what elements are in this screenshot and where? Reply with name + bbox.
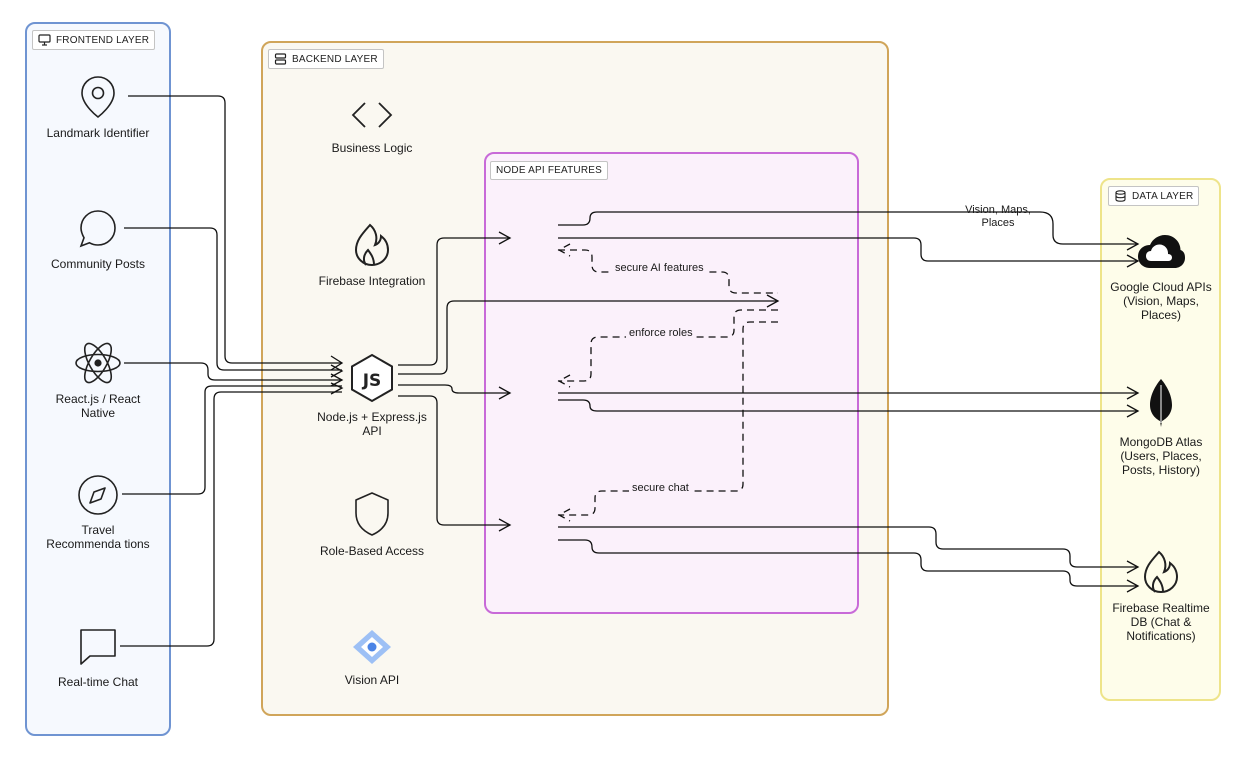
compass-icon: [78, 475, 118, 515]
data-layer: [1100, 178, 1221, 701]
data-layer-tag: DATA LAYER: [1108, 186, 1200, 206]
role-based-access-node: Role-Based Access: [317, 490, 427, 558]
node-api-features-title: NODE API FEATURES: [496, 165, 603, 176]
svg-text:JS: JS: [362, 371, 382, 391]
mongodb-atlas-node: MongoDB Atlas (Users, Places, Posts, His…: [1106, 377, 1216, 477]
firebase-flame-icon: [1143, 550, 1179, 594]
mongodb-leaf-icon: [1150, 379, 1172, 427]
edge-label-enforce-roles: enforce roles: [626, 327, 696, 339]
travel-recommendations-node: Travel Recommenda tions: [43, 473, 153, 551]
firebase-integration-node: Firebase Integration: [317, 222, 427, 288]
shield-icon: [355, 492, 389, 536]
monitor-icon: [38, 34, 51, 46]
real-time-chat-node: Real-time Chat: [43, 625, 153, 689]
role-based-access-label: Role-Based Access: [319, 544, 425, 558]
node-to-feature-edges: [398, 231, 780, 532]
mongodb-atlas-label: MongoDB Atlas (Users, Places, Posts, His…: [1119, 435, 1203, 477]
firebase-integration-label: Firebase Integration: [318, 274, 426, 288]
server-icon: [274, 53, 287, 65]
google-cloud-apis-label: Google Cloud APIs (Vision, Maps, Places): [1110, 280, 1212, 322]
frontend-to-node-edges: [120, 95, 344, 647]
node-express-api-node: JS Node.js + Express.js API: [317, 352, 427, 438]
business-logic-label: Business Logic: [331, 141, 413, 155]
edge-label-secure-chat: secure chat: [629, 482, 692, 494]
frontend-layer: [25, 22, 171, 736]
firebase-flame-icon: [354, 223, 390, 267]
real-time-chat-label: Real-time Chat: [57, 675, 139, 689]
message-circle-icon: [79, 210, 116, 248]
vision-api-node: Vision API: [317, 627, 427, 687]
vision-api-label: Vision API: [344, 673, 400, 687]
firebase-realtime-db-node: Firebase Realtime DB (Chat & Notificatio…: [1106, 549, 1216, 643]
role-check-dashed-edges: [557, 243, 778, 522]
node-api-features-tag: NODE API FEATURES: [490, 161, 609, 180]
data-layer-title: DATA LAYER: [1132, 190, 1194, 202]
backend-layer-tag: BACKEND LAYER: [268, 49, 384, 69]
react-node: React.js / React Native: [43, 340, 153, 420]
code-brackets-icon: [351, 102, 393, 128]
landmark-identifier-node: Landmark Identifier: [43, 74, 153, 140]
travel-recommendations-label: Travel Recommenda tions: [46, 523, 150, 551]
react-atom-icon: [75, 342, 121, 384]
database-icon: [1115, 190, 1126, 202]
frontend-layer-tag: FRONTEND LAYER: [32, 30, 156, 50]
landmark-identifier-label: Landmark Identifier: [46, 126, 150, 140]
google-cloud-icon: [1138, 235, 1185, 268]
google-cloud-apis-node: Google Cloud APIs (Vision, Maps, Places): [1106, 232, 1216, 322]
edge-label-vision-maps-places: Vision, Maps, Places: [965, 204, 1031, 229]
backend-layer-title: BACKEND LAYER: [292, 53, 378, 65]
react-label: React.js / React Native: [55, 392, 141, 420]
community-posts-label: Community Posts: [50, 257, 146, 271]
frontend-layer-title: FRONTEND LAYER: [56, 34, 150, 46]
nodejs-hexagon-icon: JS: [351, 353, 393, 403]
chat-square-icon: [80, 629, 116, 665]
firebase-realtime-db-label: Firebase Realtime DB (Chat & Notificatio…: [1112, 601, 1210, 643]
vision-api-icon: [353, 630, 391, 664]
map-pin-icon: [81, 76, 115, 119]
business-logic-node: Business Logic: [317, 95, 427, 155]
feature-to-data-edges: [558, 211, 1140, 593]
node-express-api-label: Node.js + Express.js API: [317, 410, 427, 438]
node-api-features-group: [484, 152, 859, 614]
edge-label-secure-ai-features: secure AI features: [612, 262, 707, 274]
community-posts-node: Community Posts: [43, 207, 153, 271]
